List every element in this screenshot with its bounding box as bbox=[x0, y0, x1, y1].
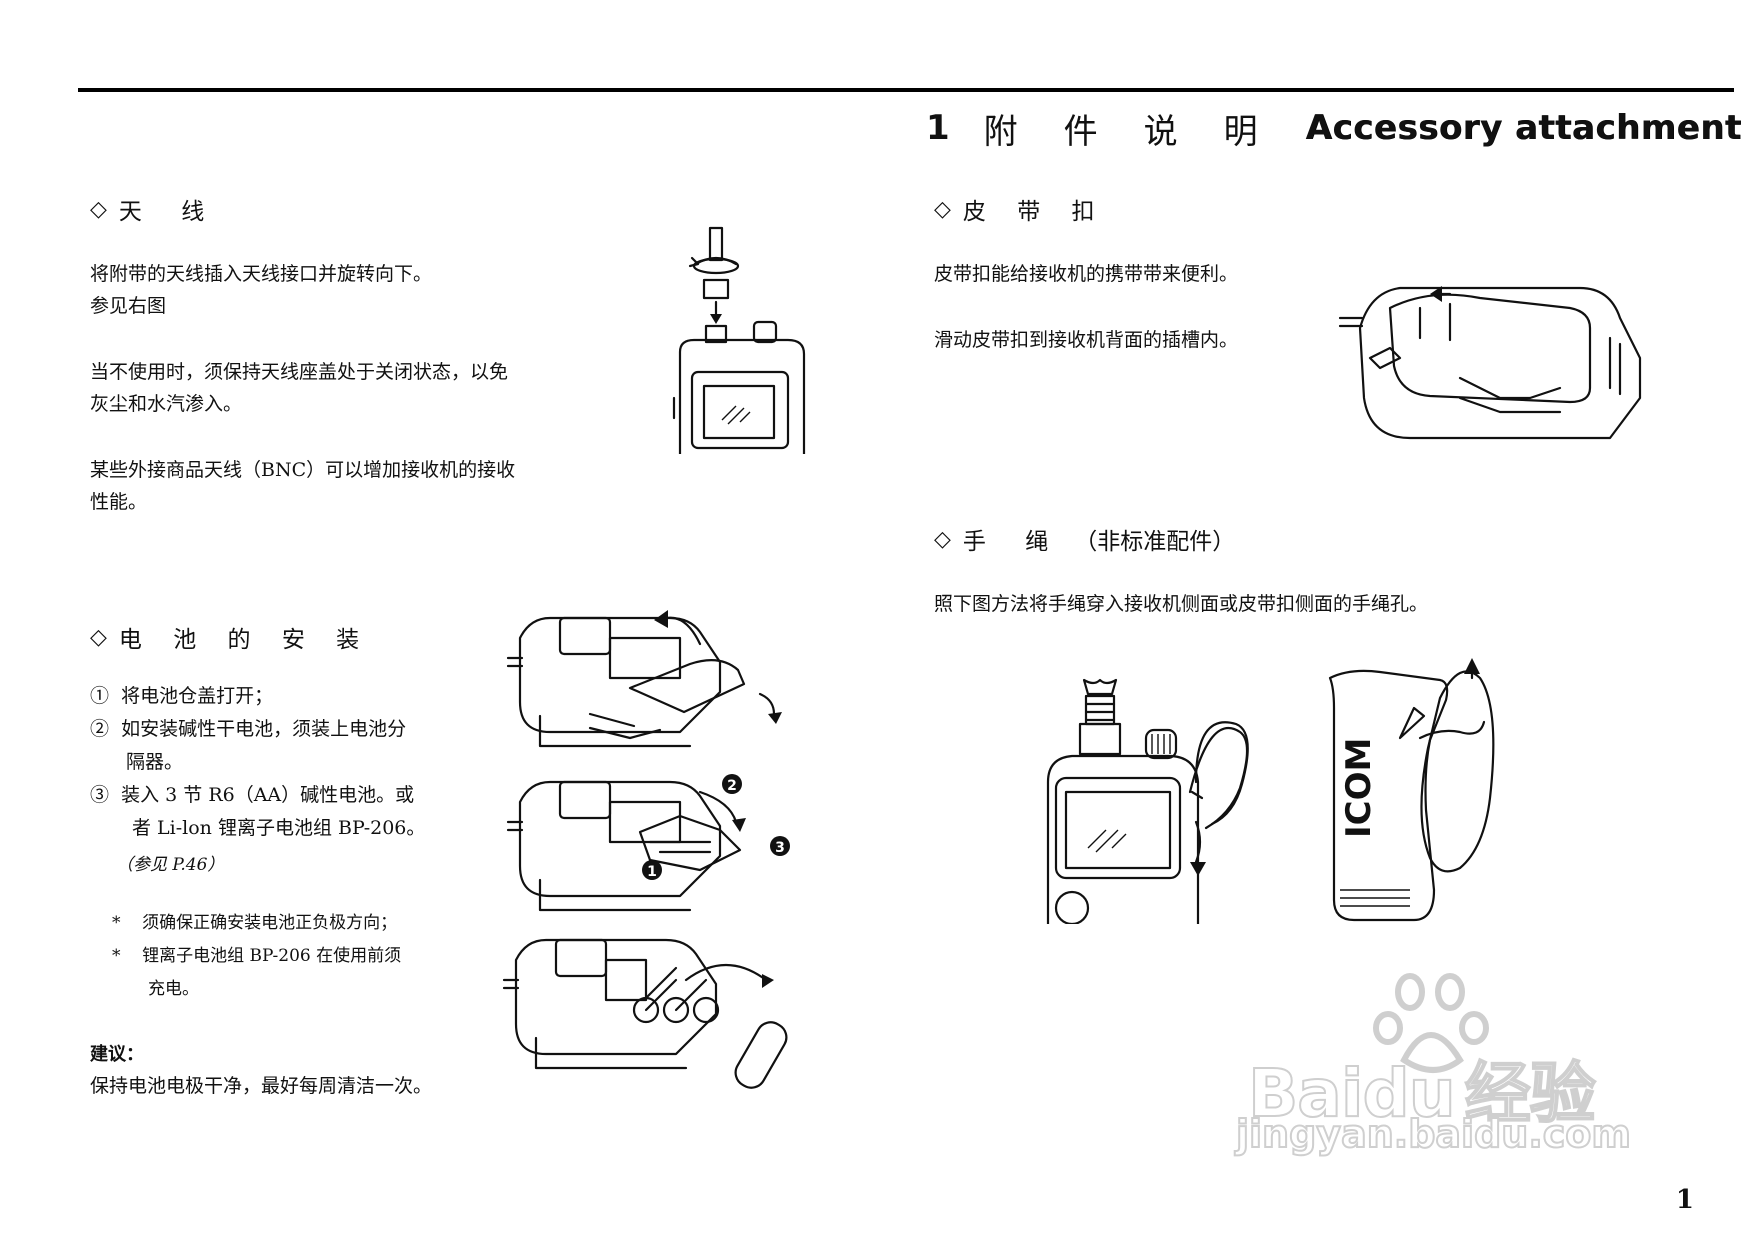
diamond-icon: ◇ bbox=[90, 624, 107, 650]
battery-step-3-cont: 者 Li-lon 锂离子电池组 BP-206。 bbox=[132, 817, 426, 839]
battery-cover-open-illustration bbox=[506, 610, 782, 748]
battery-separator-illustration: 2 1 3 bbox=[506, 774, 790, 912]
chapter-title: 1 附件说明 Accessory attachment bbox=[926, 100, 1742, 156]
battery-step-1: ① 将电池仓盖打开； bbox=[90, 685, 274, 707]
page-number: 1 bbox=[1675, 1185, 1694, 1215]
antenna-line-4: 灰尘和水汽渗入。 bbox=[90, 393, 243, 415]
advice-label: 建议： bbox=[90, 1044, 144, 1065]
antenna-heading: ◇ 天 线 bbox=[90, 196, 221, 226]
antenna-line-3: 当不使用时，须保持天线座盖处于关闭状态，以免 bbox=[90, 361, 509, 383]
belt-clip-heading: ◇ 皮 带 扣 bbox=[934, 196, 1107, 226]
battery-heading: ◇ 电 池 的 安 装 bbox=[90, 624, 372, 654]
battery-step-3: ③ 装入 3 节 R6（AA）碱性电池。或 bbox=[90, 784, 415, 806]
callout-3: 3 bbox=[775, 840, 785, 856]
callout-2: 2 bbox=[727, 778, 737, 794]
watermark-url: jingyan.baidu.com bbox=[1235, 1111, 1632, 1157]
chapter-number: 1 bbox=[926, 108, 950, 148]
hand-strap-heading-note: （非标准配件） bbox=[1074, 529, 1236, 555]
callout-1: 1 bbox=[647, 864, 657, 880]
diamond-icon: ◇ bbox=[934, 526, 951, 552]
diamond-icon: ◇ bbox=[934, 196, 951, 222]
battery-note-2: * 锂离子电池组 BP-206 在使用前须 bbox=[112, 946, 402, 966]
hand-strap-line-1: 照下图方法将手绳穿入接收机侧面或皮带扣侧面的手绳孔。 bbox=[934, 593, 1429, 615]
hand-strap-receiver-illustration bbox=[1046, 678, 1249, 924]
antenna-line-1: 将附带的天线插入天线接口并旋转向下。 bbox=[90, 263, 433, 285]
antenna-attach-illustration bbox=[672, 226, 806, 454]
belt-clip-line-2: 滑动皮带扣到接收机背面的插槽内。 bbox=[934, 329, 1239, 351]
chapter-title-en: Accessory attachment bbox=[1305, 108, 1742, 148]
antenna-line-6: 性能。 bbox=[90, 491, 148, 513]
header-rule bbox=[78, 88, 1734, 92]
hand-strap-belt-clip-illustration: ICOM bbox=[1328, 658, 1495, 922]
battery-note-1: * 须确保正确安装电池正负极方向； bbox=[112, 913, 398, 933]
battery-step-2-cont: 隔器。 bbox=[126, 751, 184, 773]
chapter-title-cn: 附件说明 bbox=[983, 111, 1304, 152]
belt-clip-line-1: 皮带扣能给接收机的携带带来便利。 bbox=[934, 263, 1239, 285]
battery-page-ref: （参见 P.46） bbox=[116, 855, 225, 875]
antenna-line-2: 参见右图 bbox=[90, 295, 167, 317]
advice-text: 保持电池电极干净，最好每周清洁一次。 bbox=[90, 1075, 433, 1097]
hand-strap-heading: ◇ 手 绳 （非标准配件） bbox=[934, 522, 1235, 556]
battery-step-2: ② 如安装碱性干电池，须装上电池分 bbox=[90, 718, 407, 740]
icom-logo: ICOM bbox=[1339, 738, 1379, 838]
belt-clip-illustration bbox=[1338, 286, 1642, 440]
diamond-icon: ◇ bbox=[90, 196, 107, 222]
battery-note-2-cont: 充电。 bbox=[148, 979, 199, 999]
battery-insert-cells-illustration bbox=[502, 938, 788, 1089]
baidu-paw-watermark-icon bbox=[1373, 973, 1489, 1073]
antenna-line-5: 某些外接商品天线（BNC）可以增加接收机的接收 bbox=[90, 459, 516, 481]
